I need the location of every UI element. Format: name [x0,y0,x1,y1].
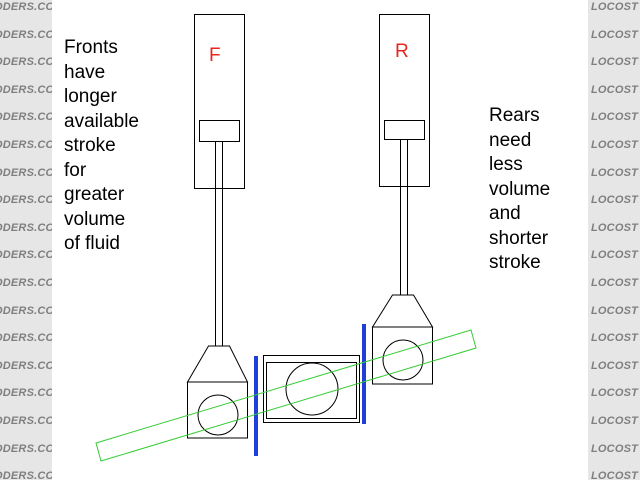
spacers [254,324,366,456]
watermark-text: ODERS.CO.UK [0,332,52,345]
watermark-text: ODERS.CO.UK [0,83,52,96]
watermark-text: ODERS.CO.UK [0,56,52,69]
rear-clevis [371,294,434,328]
left-watermark-strip: ODERS.CO.UK ODERS.CO.UK ODERS.CO.UK ODERS.C… [0,0,52,480]
watermark-text: LOCOST [591,249,639,262]
front-bushing [197,394,239,436]
watermark-text: LOCOST [591,304,639,317]
watermark-text: LOCOST [591,56,639,69]
anti-roll-bar [95,329,477,462]
watermark-text: ODERS.CO.UK [0,138,52,151]
watermark-text: LOCOST [591,221,639,234]
watermark-text: ODERS.CO.UK [0,359,52,372]
watermark-text: LOCOST [591,1,639,13]
rear-label: R [395,41,409,62]
watermark-text: LOCOST [591,332,639,345]
watermark-text: LOCOST [591,387,639,400]
rear-cylinder [371,14,434,385]
watermark-text: LOCOST [591,414,639,427]
watermark-text: ODERS.CO.UK [0,1,52,13]
watermark-text: LOCOST [591,138,639,151]
center-block-body [263,355,360,423]
watermark-text: ODERS.CO.UK [0,276,52,289]
watermark-text: ODERS.CO.UK [0,304,52,317]
fronts-caption: Fronts have longer available stroke for … [64,37,139,254]
front-cylinder-body [194,14,245,189]
watermark-text: ODERS.CO.UK [0,387,52,400]
watermark-text: LOCOST [591,83,639,96]
watermark-text: LOCOST [591,166,639,179]
front-piston [199,120,240,142]
watermark-text: LOCOST [591,470,639,480]
center-block-inner [266,362,357,419]
watermark-text: LOCOST [591,111,639,124]
right-watermark-strip: LOCOST LOCOST LOCOST LOCOST LOCOST LOCOST LOCO… [588,0,640,480]
watermark-text: ODERS.CO.UK [0,221,52,234]
watermark-text: LOCOST [591,359,639,372]
front-cylinder [186,14,249,439]
rear-cylinder-body [379,14,430,187]
watermark-text: LOCOST [591,276,639,289]
center-bushing [285,362,339,416]
watermark-text: LOCOST [591,442,639,455]
front-clevis [186,345,249,383]
watermark-text: ODERS.CO.UK [0,249,52,262]
rears-caption: Rears need less volume and shorter strok… [489,105,551,273]
front-mount-block [187,381,248,439]
rear-mount-block [372,326,433,385]
watermark-text: ODERS.CO.UK [0,470,52,480]
rear-piston [384,120,425,140]
center-block [263,355,360,423]
watermark-text: ODERS.CO.UK [0,442,52,455]
watermark-text: ODERS.CO.UK [0,28,52,41]
watermark-text: ODERS.CO.UK [0,194,52,207]
front-label: F [209,45,221,66]
watermark-text: LOCOST [591,194,639,207]
rear-bushing [382,339,424,381]
watermark-text: LOCOST [591,28,639,41]
watermark-text: ODERS.CO.UK [0,414,52,427]
watermark-text: ODERS.CO.UK [0,111,52,124]
watermark-text: ODERS.CO.UK [0,166,52,179]
